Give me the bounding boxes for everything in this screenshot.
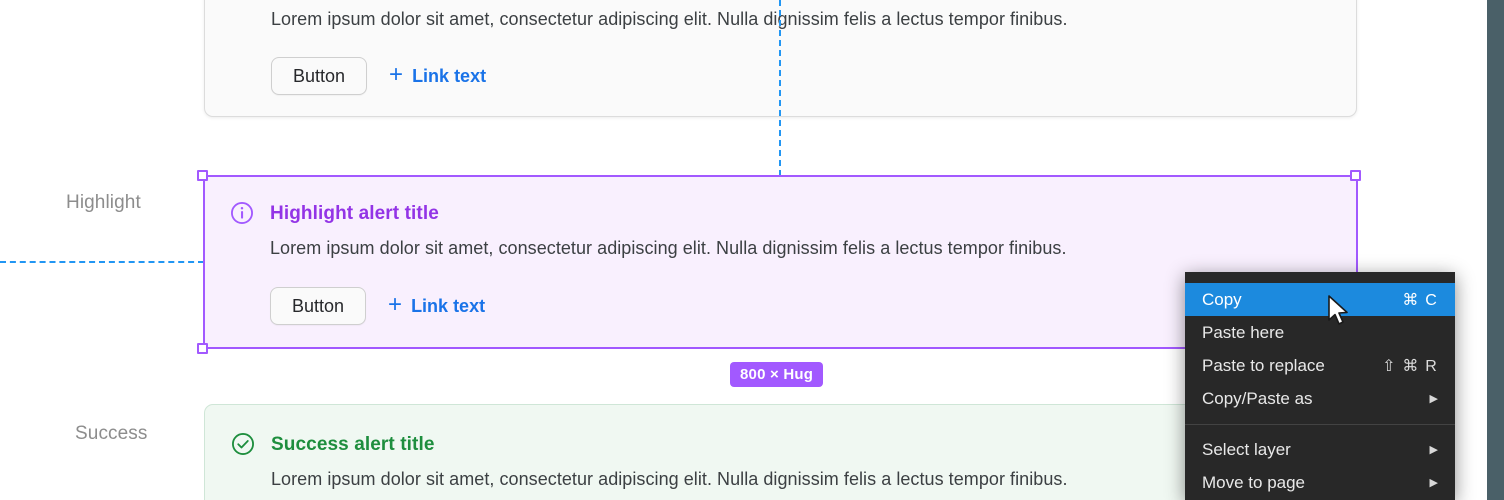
info-circle-icon (229, 200, 255, 231)
window-edge-strip (1487, 0, 1504, 500)
menu-item-copy-paste-as[interactable]: Copy/Paste as ▶ (1185, 382, 1455, 415)
link-neutral[interactable]: + Link text (389, 61, 487, 88)
selection-handle-top-left[interactable] (197, 170, 208, 181)
selection-handle-top-right[interactable] (1350, 170, 1361, 181)
link-label-neutral: Link text (412, 65, 487, 86)
button-highlight[interactable]: Button (270, 287, 367, 325)
plus-icon: + (388, 291, 403, 318)
menu-separator (1185, 424, 1455, 425)
context-menu[interactable]: Copy ⌘ C Paste here Paste to replace ⇧ ⌘… (1185, 272, 1455, 500)
row-label-highlight: Highlight (66, 192, 141, 213)
menu-item-shortcut: ⇧ ⌘ R (1382, 357, 1438, 375)
link-highlight[interactable]: + Link text (388, 291, 486, 318)
alert-card-highlight[interactable]: Highlight alert title Lorem ipsum dolor … (204, 176, 1357, 348)
menu-item-label: Move to page (1202, 472, 1306, 492)
menu-item-shortcut: ⌘ C (1402, 291, 1438, 309)
menu-item-copy[interactable]: Copy ⌘ C (1185, 283, 1455, 316)
menu-item-label: Select layer (1202, 439, 1291, 459)
alignment-guide-vertical (779, 0, 781, 176)
alert-card-success[interactable]: Success alert title Lorem ipsum dolor si… (204, 404, 1357, 500)
chevron-right-icon: ▶ (1429, 444, 1438, 456)
alert-actions-highlight: Button + Link text (270, 287, 485, 325)
selection-handle-bottom-left[interactable] (197, 343, 208, 354)
alert-title-success: Success alert title (271, 434, 435, 455)
chevron-right-icon: ▶ (1429, 393, 1438, 405)
menu-item-label: Paste to replace (1202, 355, 1325, 375)
alert-description-neutral: Lorem ipsum dolor sit amet, consectetur … (271, 9, 1068, 29)
alert-actions-neutral: Button + Link text (271, 57, 486, 95)
menu-item-label: Paste here (1202, 322, 1285, 342)
menu-item-move-to-page[interactable]: Move to page ▶ (1185, 466, 1455, 499)
button-neutral[interactable]: Button (271, 57, 368, 95)
chevron-right-icon: ▶ (1429, 477, 1438, 489)
link-label-highlight: Link text (411, 295, 486, 316)
alert-title-highlight: Highlight alert title (270, 203, 439, 224)
alert-description-highlight: Lorem ipsum dolor sit amet, consectetur … (270, 238, 1067, 258)
check-circle-icon (230, 431, 256, 462)
menu-item-paste-to-replace[interactable]: Paste to replace ⇧ ⌘ R (1185, 349, 1455, 382)
alignment-guide-horizontal (0, 261, 204, 263)
alert-description-success: Lorem ipsum dolor sit amet, consectetur … (271, 469, 1068, 489)
row-label-success: Success (75, 423, 148, 444)
menu-item-label: Copy (1202, 289, 1242, 309)
menu-item-label: Copy/Paste as (1202, 388, 1313, 408)
size-badge: 800 × Hug (730, 362, 824, 387)
plus-icon: + (389, 61, 404, 88)
menu-item-paste-here[interactable]: Paste here (1185, 316, 1455, 349)
menu-item-select-layer[interactable]: Select layer ▶ (1185, 433, 1455, 466)
